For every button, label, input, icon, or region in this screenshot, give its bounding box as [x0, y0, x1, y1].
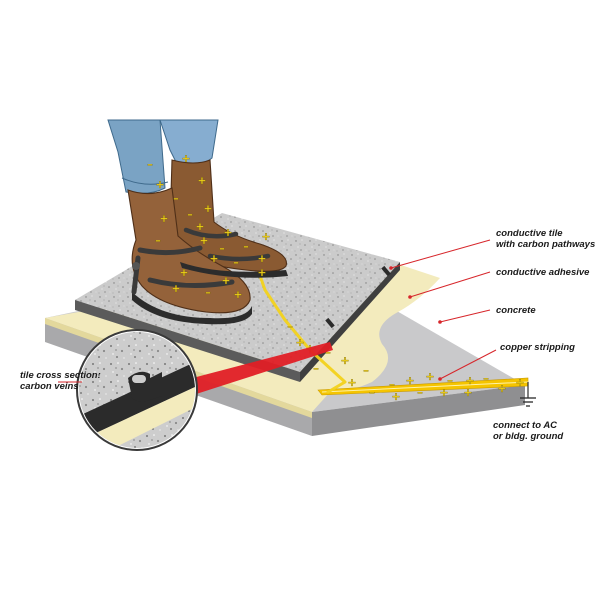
positive-charge-symbol: +: [391, 390, 400, 403]
positive-charge-symbol: +: [425, 370, 434, 383]
negative-charge-symbol: –: [187, 208, 193, 221]
cross-section-magnifier: [76, 329, 333, 451]
positive-charge-symbol: +: [195, 220, 204, 233]
negative-charge-symbol: –: [369, 386, 375, 399]
leader-lines: [58, 239, 497, 383]
negative-charge-symbol: –: [287, 320, 293, 333]
positive-charge-symbol: +: [181, 152, 190, 165]
negative-charge-symbol: –: [205, 286, 211, 299]
negative-charge-symbol: –: [325, 346, 331, 359]
label-conductive-adhesive: conductive adhesive: [496, 267, 590, 278]
positive-charge-symbol: +: [171, 282, 180, 295]
leader-dots: [389, 266, 442, 381]
positive-charge-symbol: +: [261, 230, 270, 243]
positive-charge-symbol: +: [197, 174, 206, 187]
positive-charge-symbol: +: [223, 226, 232, 239]
positive-charge-symbol: +: [199, 234, 208, 247]
positive-charge-symbol: +: [203, 202, 212, 215]
positive-charge-symbol: +: [221, 274, 230, 287]
negative-charge-symbol: –: [389, 378, 395, 391]
negative-charge-symbol: –: [233, 256, 239, 269]
positive-charge-symbol: +: [465, 374, 474, 387]
static-charges: ++–+–++–+–+–++–++–+++–++–+–+–++––++–+–++…: [147, 152, 525, 403]
negative-charge-symbol: –: [173, 192, 179, 205]
positive-charge-symbol: +: [209, 252, 218, 265]
negative-charge-symbol: –: [483, 372, 489, 385]
negative-charge-symbol: –: [243, 240, 249, 253]
positive-charge-symbol: +: [159, 212, 168, 225]
positive-charge-symbol: +: [295, 336, 304, 349]
positive-charge-symbol: +: [515, 376, 524, 389]
callout-labels: conductive tile with carbon pathways con…: [20, 228, 595, 442]
person-legs: [107, 119, 288, 325]
positive-charge-symbol: +: [155, 178, 164, 191]
ground-symbol-icon: [520, 397, 536, 407]
negative-charge-symbol: –: [417, 386, 423, 399]
positive-charge-symbol: +: [497, 382, 506, 395]
negative-charge-symbol: –: [313, 362, 319, 375]
positive-charge-symbol: +: [257, 252, 266, 265]
label-connect-ground-sub: or bldg. ground: [493, 431, 563, 442]
positive-charge-symbol: +: [347, 376, 356, 389]
label-carbon-veins: carbon veins: [20, 381, 79, 392]
negative-charge-symbol: –: [155, 234, 161, 247]
negative-charge-symbol: –: [363, 364, 369, 377]
positive-charge-symbol: +: [340, 354, 349, 367]
label-conductive-tile-sub: with carbon pathways: [496, 239, 595, 250]
conduction-path: [256, 268, 347, 394]
positive-charge-symbol: +: [463, 386, 472, 399]
positive-charge-symbol: +: [179, 266, 188, 279]
label-conductive-tile: conductive tile: [496, 228, 563, 239]
negative-charge-symbol: –: [219, 242, 225, 255]
label-copper-stripping: copper stripping: [500, 342, 575, 353]
label-connect-ground: connect to AC: [493, 420, 557, 431]
positive-charge-symbol: +: [233, 288, 242, 301]
positive-charge-symbol: +: [257, 266, 266, 279]
label-tile-cross-section: tile cross section:: [20, 370, 101, 381]
positive-charge-symbol: +: [405, 374, 414, 387]
negative-charge-symbol: –: [447, 374, 453, 387]
negative-charge-symbol: –: [147, 158, 153, 171]
label-concrete: concrete: [496, 305, 536, 316]
positive-charge-symbol: +: [439, 386, 448, 399]
